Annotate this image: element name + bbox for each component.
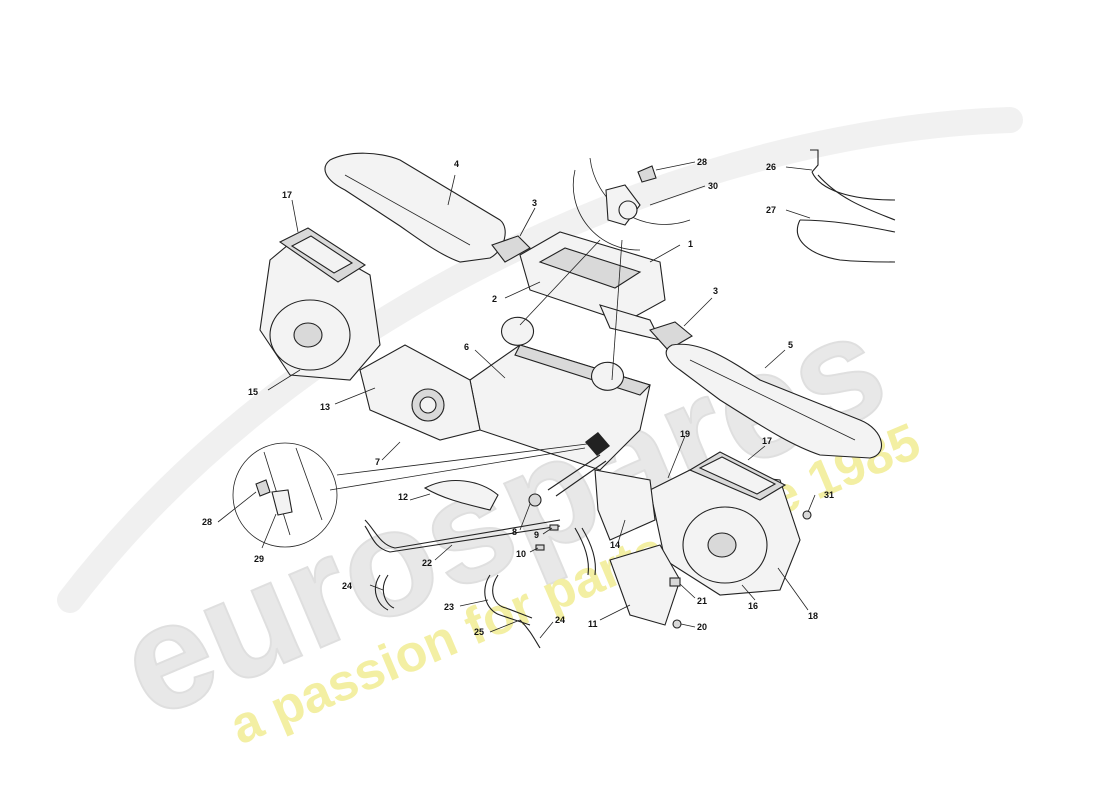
cover-12 bbox=[423, 479, 499, 511]
callout-17-left: 17 bbox=[282, 190, 292, 200]
bolt-20 bbox=[672, 619, 682, 629]
gasket-3-right bbox=[649, 321, 693, 351]
leader-lines bbox=[217, 161, 816, 639]
callout-3-left: 3 bbox=[532, 198, 537, 208]
callout-10: 10 bbox=[516, 549, 526, 559]
clip-21 bbox=[669, 577, 681, 587]
screw-9 bbox=[549, 524, 559, 531]
callout-25: 25 bbox=[474, 627, 484, 637]
callout-19: 19 bbox=[680, 429, 690, 439]
callout-28-top: 28 bbox=[697, 157, 707, 167]
duct-5 bbox=[665, 343, 883, 459]
callout-5: 5 bbox=[788, 340, 793, 350]
detail-circle-top bbox=[519, 157, 691, 381]
fitting-8 bbox=[528, 493, 542, 507]
callout-31: 31 bbox=[824, 490, 834, 500]
callout-4: 4 bbox=[454, 159, 459, 169]
callout-2: 2 bbox=[492, 294, 497, 304]
cables-26-27 bbox=[797, 149, 896, 263]
duct-13 bbox=[359, 344, 481, 441]
callout-labels: 1 2 3 3 4 5 6 7 8 9 10 11 12 13 14 15 16… bbox=[202, 157, 834, 637]
callout-16: 16 bbox=[748, 601, 758, 611]
callout-11: 11 bbox=[588, 619, 598, 629]
center-vent-assembly bbox=[519, 231, 666, 341]
panel-14 bbox=[594, 469, 656, 541]
detail-circle-left bbox=[232, 442, 596, 548]
screw-10 bbox=[535, 544, 545, 551]
hoses bbox=[364, 454, 607, 649]
callout-20: 20 bbox=[697, 622, 707, 632]
duct-4 bbox=[324, 152, 506, 263]
callout-21: 21 bbox=[697, 596, 707, 606]
callout-1: 1 bbox=[688, 239, 693, 249]
callout-30: 30 bbox=[708, 181, 718, 191]
callout-29: 29 bbox=[254, 554, 264, 564]
callout-24-right: 24 bbox=[555, 615, 565, 625]
callout-17-right: 17 bbox=[762, 436, 772, 446]
blower-left-15 bbox=[259, 227, 381, 381]
callout-8: 8 bbox=[512, 527, 517, 537]
callout-26: 26 bbox=[766, 162, 776, 172]
blower-right-16 bbox=[649, 451, 801, 596]
callout-27: 27 bbox=[766, 205, 776, 215]
gasket-3-left bbox=[491, 235, 531, 263]
panel-11 bbox=[609, 544, 681, 626]
bolt-31 bbox=[802, 510, 812, 520]
callout-14: 14 bbox=[610, 540, 620, 550]
callout-9: 9 bbox=[534, 530, 539, 540]
callout-7: 7 bbox=[375, 457, 380, 467]
callout-6: 6 bbox=[464, 342, 469, 352]
callout-12: 12 bbox=[398, 492, 408, 502]
callout-22: 22 bbox=[422, 558, 432, 568]
callout-3-right: 3 bbox=[713, 286, 718, 296]
callout-18: 18 bbox=[808, 611, 818, 621]
callout-28-left: 28 bbox=[202, 517, 212, 527]
heater-housing-6 bbox=[469, 316, 652, 471]
callout-15: 15 bbox=[248, 387, 258, 397]
callout-24-left: 24 bbox=[342, 581, 352, 591]
callout-23: 23 bbox=[444, 602, 454, 612]
callout-13: 13 bbox=[320, 402, 330, 412]
fasteners bbox=[528, 493, 812, 629]
